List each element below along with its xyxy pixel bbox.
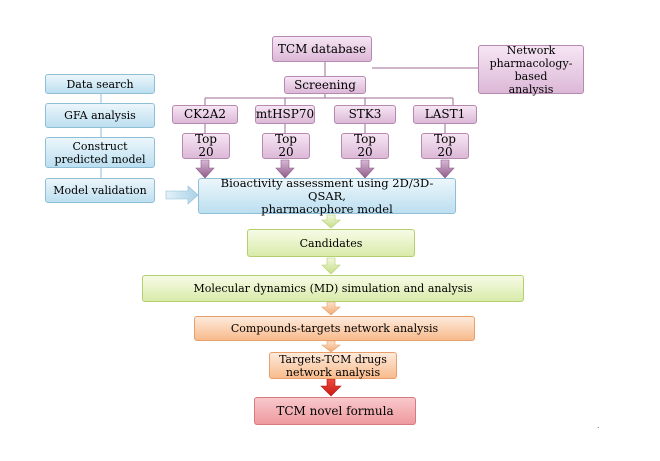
node-candidates: Candidates	[247, 229, 415, 257]
arrow-validation-bioactivity	[165, 185, 199, 205]
arrow-top20-mthsp70	[275, 159, 295, 179]
node-tcm-database: TCM database	[272, 36, 372, 62]
node-construct-model: Construct predicted model	[45, 137, 155, 168]
node-tcm-novel-formula: TCM novel formula	[254, 397, 416, 425]
node-compounds-targets: Compounds-targets network analysis	[194, 316, 475, 341]
node-bioactivity-assessment: Bioactivity assessment using 2D/3D-QSAR,…	[198, 176, 456, 215]
node-top20-mthsp70: Top 20	[262, 133, 310, 159]
node-top20-stk3: Top 20	[341, 133, 389, 159]
node-top20-last1: Top 20	[421, 133, 469, 159]
node-md-simulation: Molecular dynamics (MD) simulation and a…	[142, 275, 524, 302]
node-top20-ck2a2: Top 20	[182, 133, 230, 159]
arrow-compounds-targets	[321, 340, 341, 353]
node-target-stk3: STK3	[334, 105, 396, 124]
arrow-candidates-md	[321, 257, 341, 275]
arrow-top20-ck2a2	[195, 159, 215, 179]
arrow-md-compounds	[321, 301, 341, 316]
footer-mark: .	[597, 421, 600, 430]
node-network-pharmacology: Network pharmacology-based analysis	[478, 44, 584, 96]
node-model-validation: Model validation	[45, 178, 155, 203]
arrow-top20-last1	[435, 159, 455, 179]
node-data-search: Data search	[45, 74, 155, 94]
node-screening: Screening	[284, 76, 366, 94]
node-target-last1: LAST1	[413, 105, 477, 124]
node-gfa-analysis: GFA analysis	[45, 103, 155, 128]
arrow-bioactivity-candidates	[321, 214, 341, 229]
node-target-mthsp70: mtHSP70	[255, 105, 315, 124]
node-targets-tcm-drugs: Targets-TCM drugs network analysis	[269, 352, 397, 379]
node-target-ck2a2: CK2A2	[172, 105, 238, 124]
arrow-targets-formula	[320, 378, 342, 397]
arrow-top20-stk3	[355, 159, 375, 179]
